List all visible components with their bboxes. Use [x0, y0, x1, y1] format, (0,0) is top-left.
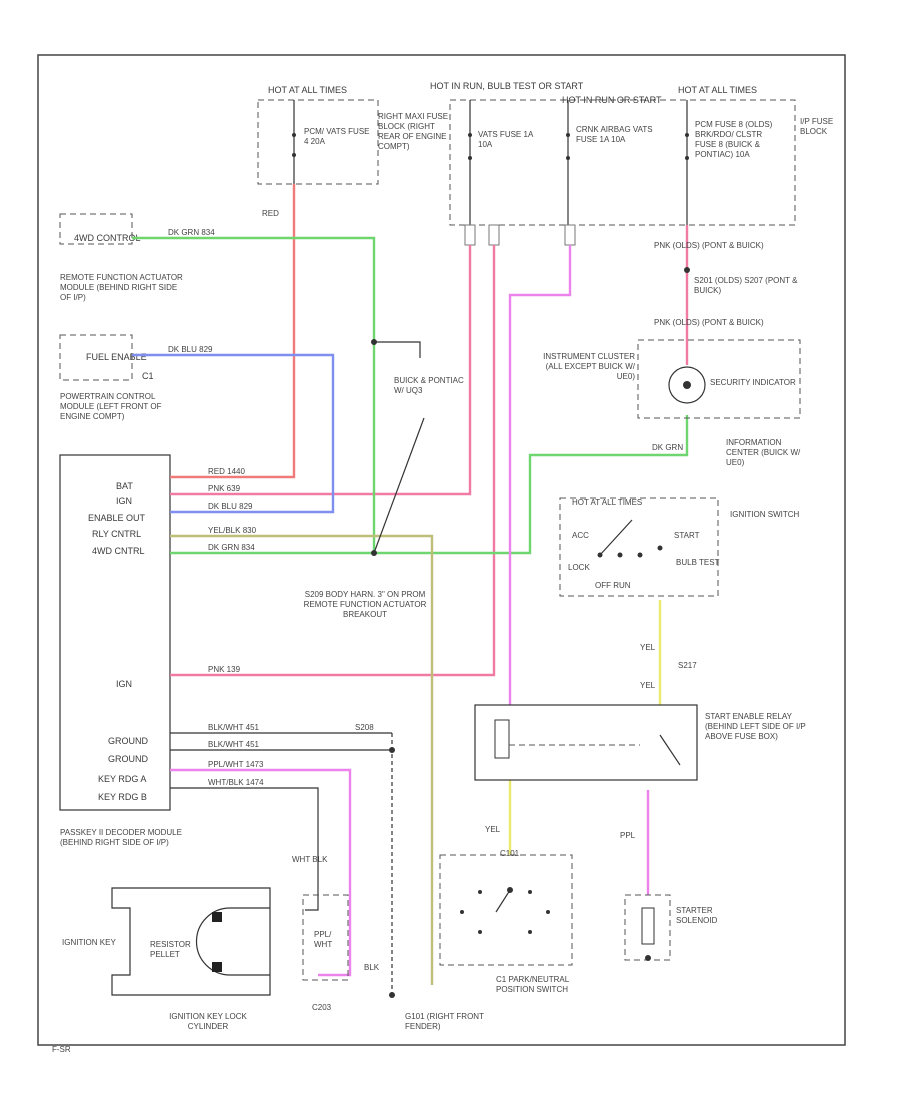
label-buick-pontiac: BUICK & PONTIAC W/ UQ3 [394, 376, 464, 395]
wire-tag-red: RED 1440 [208, 467, 245, 476]
label-s217: S217 [678, 661, 697, 670]
wire-tag-blkwht2: BLK/WHT 451 [208, 740, 260, 749]
left-modules: 4WD CONTROL REMOTE FUNCTION ACTUATOR MOD… [59, 213, 183, 811]
wire-blue [132, 353, 335, 514]
label-park-neutral: C1 PARK/NEUTRAL POSITION SWITCH [496, 975, 569, 994]
label-blk: BLK [364, 963, 380, 972]
wire-tag-dkgrn: DK GRN 834 [208, 543, 255, 552]
label-dk-grn: DK GRN [652, 443, 683, 452]
label-g101: G101 (RIGHT FRONT FENDER) [405, 1012, 484, 1031]
label-info-center: INFORMATION CENTER (BUICK W/ UE0) [726, 438, 801, 467]
label-pcm-fuse: PCM/ VATS FUSE 4 20A [304, 127, 370, 146]
label-s209: S209 BODY HARN. 3" ON PROM REMOTE FUNCTI… [303, 590, 427, 619]
wire-tag-dkblu: DK BLU 829 [208, 502, 253, 511]
pin-ign2: IGN [116, 679, 132, 689]
pin-4wd-cntrl: 4WD CNTRL [92, 546, 145, 556]
label-bulb-test: BULB TEST [676, 558, 720, 567]
label-ignition-switch: IGNITION SWITCH [730, 510, 800, 519]
label-wht-blk: WHT BLK [292, 855, 328, 864]
park-neutral-box [439, 854, 573, 966]
label-start-enable-relay: START ENABLE RELAY (BEHIND LEFT SIDE OF … [705, 712, 806, 741]
label-start: START [674, 531, 700, 540]
label-pnk-olds-1: PNK (OLDS) (PONT & BUICK) [654, 241, 764, 250]
wire-yel-blk [170, 534, 434, 985]
top-fuse-area: HOT AT ALL TIMES HOT IN RUN, BULB TEST O… [257, 81, 834, 226]
wire-red [170, 184, 296, 479]
wires [132, 184, 689, 995]
label-off-run: OFF RUN [595, 581, 631, 590]
label-ppl: PPL [620, 831, 636, 840]
label-pnk-olds-2: PNK (OLDS) (PONT & BUICK) [654, 318, 764, 327]
label-hot-all-times-2: HOT AT ALL TIMES [678, 85, 757, 95]
label-crnk-fuse: CRNK AIRBAG VATS FUSE 1A 10A [576, 125, 653, 144]
wire-tag-s208: S208 [355, 723, 374, 732]
label-lock: LOCK [568, 563, 590, 572]
wire-magenta-crank [508, 245, 572, 705]
pin-ign: IGN [116, 496, 132, 506]
label-starter-solenoid: STARTER SOLENOID [676, 906, 718, 925]
label-c203: C203 [312, 1003, 332, 1012]
connector-stubs [464, 224, 576, 246]
wire-pink-ign [170, 245, 472, 496]
wire-wht-blk [170, 787, 319, 911]
wire-tag-dkgrn2: DK GRN 834 [168, 228, 215, 237]
right-side: PNK (OLDS) (PONT & BUICK) S201 (OLDS) S2… [405, 241, 806, 1031]
label-right-maxi: RIGHT MAXI FUSE BLOCK (RIGHT REAR OF ENG… [378, 112, 449, 151]
wire-tag-yelblk: YEL/BLK 830 [208, 526, 257, 535]
pin-rly-cntrl: RLY CNTRL [92, 529, 141, 539]
label-pcm: POWERTRAIN CONTROL MODULE (LEFT FRONT OF… [60, 392, 162, 421]
pin-bat: BAT [116, 481, 133, 491]
label-yel-1: YEL [640, 643, 656, 652]
label-4wd-control: 4WD CONTROL [74, 233, 141, 243]
wire-tag-dkblu2: DK BLU 829 [168, 345, 213, 354]
label-c101: C101 [500, 849, 520, 858]
label-hot-all-times-3: HOT AT ALL TIMES [572, 498, 642, 507]
wire-tag-pplwht: PPL/WHT 1473 [208, 760, 264, 769]
label-rfa-module: REMOTE FUNCTION ACTUATOR MODULE (BEHIND … [60, 273, 183, 302]
pin-key-rdg-a: KEY RDG A [98, 774, 146, 784]
label-ignition-key: IGNITION KEY [62, 938, 116, 947]
label-vats-fuse: VATS FUSE 1A 10A [478, 130, 533, 149]
label-yel-3: YEL [485, 825, 501, 834]
label-ppl-wht: PPL/ WHT [314, 930, 333, 949]
label-security-indicator: SECURITY INDICATOR [710, 378, 796, 387]
pcm-box [59, 454, 171, 811]
figure-id: F-SR [52, 1045, 71, 1054]
label-instrument-cluster: INSTRUMENT CLUSTER (ALL EXCEPT BUICK W/ … [543, 352, 635, 381]
wire-pink-ign2 [170, 245, 496, 677]
label-s201: S201 (OLDS) S207 (PONT & BUICK) [694, 276, 798, 295]
wire-tags: RED 1440 PNK 639 DK BLU 829 YEL/BLK 830 … [168, 209, 374, 787]
wire-tag-pnk1: PNK 639 [208, 484, 241, 493]
label-yel-2: YEL [640, 681, 656, 690]
label-ip-fuse-block: I/P FUSE BLOCK [800, 117, 834, 136]
wire-tag-pnk2: PNK 139 [208, 665, 241, 674]
start-enable-relay-box [474, 704, 698, 781]
diagram-frame [37, 54, 846, 1046]
ignition-switch-box [559, 497, 719, 597]
label-hot-run-start: HOT IN RUN OR START [562, 95, 662, 105]
wire-green-info [374, 415, 689, 555]
label-c1: C1 [142, 371, 154, 381]
label-passkey: PASSKEY II DECODER MODULE (BEHIND RIGHT … [60, 828, 182, 847]
pin-key-rdg-b: KEY RDG B [98, 792, 147, 802]
middle-labels: BUICK & PONTIAC W/ UQ3 S209 BODY HARN. 3… [303, 341, 464, 619]
label-pcm-fuse2: PCM FUSE 8 (OLDS) BRK/RDO/ CLSTR FUSE 8 … [695, 120, 773, 159]
bottom-left: PASSKEY II DECODER MODULE (BEHIND RIGHT … [52, 828, 520, 1054]
label-resistor-pellet: RESISTOR PELLET [150, 940, 191, 959]
pin-enable-out: ENABLE OUT [88, 513, 146, 523]
pin-ground2: GROUND [108, 754, 148, 764]
pin-ground1: GROUND [108, 736, 148, 746]
wire-tag-red-vert: RED [262, 209, 279, 218]
label-acc: ACC [572, 531, 589, 540]
wire-green-4wd [132, 236, 376, 555]
label-lock-cylinder: IGNITION KEY LOCK CYLINDER [169, 1012, 247, 1031]
wire-purple-white [170, 768, 352, 977]
wire-tag-blkwht1: BLK/WHT 451 [208, 723, 260, 732]
wire-tag-wht: WHT/BLK 1474 [208, 778, 264, 787]
label-fuel-enable: FUEL ENABLE [86, 352, 147, 362]
label-hot-all-times-1: HOT AT ALL TIMES [268, 85, 347, 95]
label-hot-run-bulb: HOT IN RUN, BULB TEST OR START [430, 81, 584, 91]
lock-cylinder-body [111, 887, 271, 996]
